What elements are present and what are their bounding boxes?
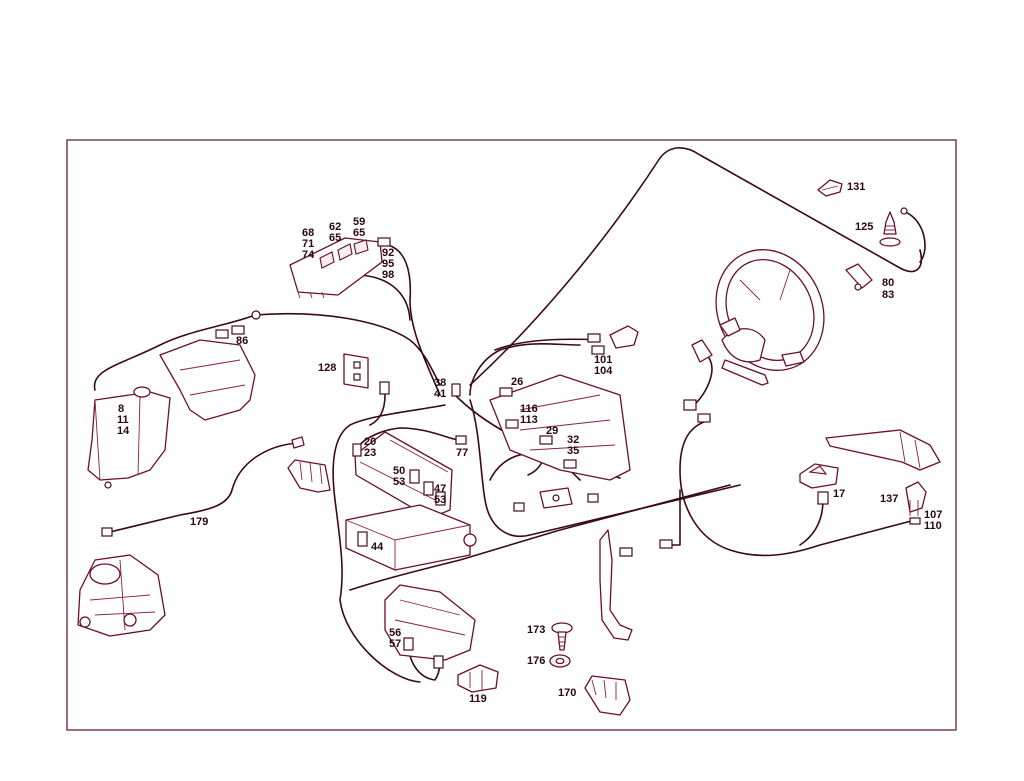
- wire-17: [799, 499, 824, 546]
- wire-right-branch: [679, 419, 916, 557]
- label-125: 125: [855, 221, 873, 233]
- wire-179: [109, 442, 299, 533]
- label-50: 50: [393, 465, 405, 477]
- part-32-relay: [513, 487, 599, 512]
- part-80-plug: [845, 263, 873, 291]
- label-104: 104: [594, 365, 613, 377]
- part-20-bracket: [352, 431, 467, 519]
- wire-lower-c: [349, 484, 731, 591]
- label-59: 59: [353, 216, 365, 228]
- label-44: 44: [371, 541, 384, 553]
- label-128: 128: [318, 362, 336, 374]
- label-131: 131: [847, 181, 865, 193]
- harness-wires: [93, 147, 926, 683]
- part-128-bracket: [343, 353, 390, 395]
- label-38: 38: [434, 377, 446, 389]
- label-83: 83: [882, 289, 894, 301]
- label-86: 86: [236, 335, 248, 347]
- wire-central-b: [332, 404, 446, 683]
- label-116: 116: [520, 403, 538, 415]
- wire-86-loop: [254, 312, 441, 386]
- part-56-housing: [384, 584, 476, 669]
- label-98: 98: [382, 269, 394, 281]
- part-170-clip: [584, 675, 631, 716]
- part-pedal-assembly: [77, 554, 166, 637]
- part-tank: [87, 386, 171, 489]
- part-steering-wheel: [715, 249, 825, 371]
- label-35: 35: [567, 445, 579, 457]
- wire-switch-group-b: [354, 274, 411, 321]
- wire-switch-group-a: [387, 244, 441, 396]
- wire-main-trunk: [469, 147, 922, 386]
- label-92: 92: [382, 247, 394, 259]
- wire-lower-a: [469, 399, 741, 537]
- wire-101: [494, 338, 601, 351]
- part-119-plug: [457, 664, 499, 693]
- label-56: 56: [389, 627, 401, 639]
- label-17: 17: [833, 488, 845, 500]
- label-95: 95: [382, 258, 394, 270]
- label-176: 176: [527, 655, 545, 667]
- part-steering-stalk: [683, 339, 769, 411]
- label-170: 170: [558, 687, 576, 699]
- part-173-screw: [551, 622, 573, 651]
- label-20: 20: [364, 436, 376, 448]
- part-125-push-pin: [879, 207, 908, 247]
- label-65b: 65: [329, 232, 341, 244]
- part-131-clip: [817, 179, 843, 197]
- label-53b: 53: [434, 494, 446, 506]
- part-179-connector: [101, 436, 305, 537]
- label-32: 32: [567, 434, 579, 446]
- label-113: 113: [520, 414, 538, 426]
- part-44-control-unit: [345, 504, 477, 571]
- label-137: 137: [880, 493, 898, 505]
- part-switch-group: [289, 237, 391, 299]
- part-137-connector: [905, 481, 927, 525]
- label-57: 57: [389, 638, 401, 650]
- label-8: 8: [118, 403, 124, 415]
- part-handbrake-lever: [825, 429, 941, 471]
- label-80: 80: [882, 277, 894, 289]
- part-cable-duct: [599, 529, 633, 641]
- label-74: 74: [302, 249, 315, 261]
- wire-128: [369, 394, 386, 426]
- part-101-sensor: [587, 325, 639, 355]
- label-29: 29: [546, 425, 558, 437]
- part-86-bracket: [159, 310, 261, 421]
- label-47: 47: [434, 483, 446, 495]
- part-38-connector: [451, 383, 461, 397]
- label-107: 107: [924, 509, 942, 521]
- wire-tank: [93, 314, 256, 391]
- label-65a: 65: [353, 227, 365, 239]
- label-41: 41: [434, 388, 446, 400]
- label-62: 62: [329, 221, 341, 233]
- label-101: 101: [594, 354, 612, 366]
- part-switch-block: [287, 459, 331, 493]
- label-26: 26: [511, 376, 523, 388]
- wire-to-125: [904, 211, 926, 263]
- label-14: 14: [117, 425, 130, 437]
- label-179: 179: [190, 516, 208, 528]
- wire-central-c: [469, 342, 581, 396]
- wire-20: [356, 427, 461, 451]
- label-71: 71: [302, 238, 314, 250]
- label-77: 77: [456, 447, 468, 459]
- callout-labels: 131 125 80 83 59 62 65 68 65 71 74 92 95…: [117, 181, 942, 705]
- label-11: 11: [117, 414, 129, 426]
- part-116-module-housing: [489, 374, 631, 481]
- label-68: 68: [302, 227, 314, 239]
- label-23: 23: [364, 447, 376, 459]
- part-17-switch: [799, 463, 839, 505]
- diagram-frame: [66, 139, 957, 731]
- label-53a: 53: [393, 476, 405, 488]
- part-lower-connectors: [619, 413, 711, 557]
- label-110: 110: [924, 520, 942, 532]
- label-119: 119: [469, 693, 487, 705]
- part-176-washer: [549, 654, 571, 668]
- label-173: 173: [527, 624, 545, 636]
